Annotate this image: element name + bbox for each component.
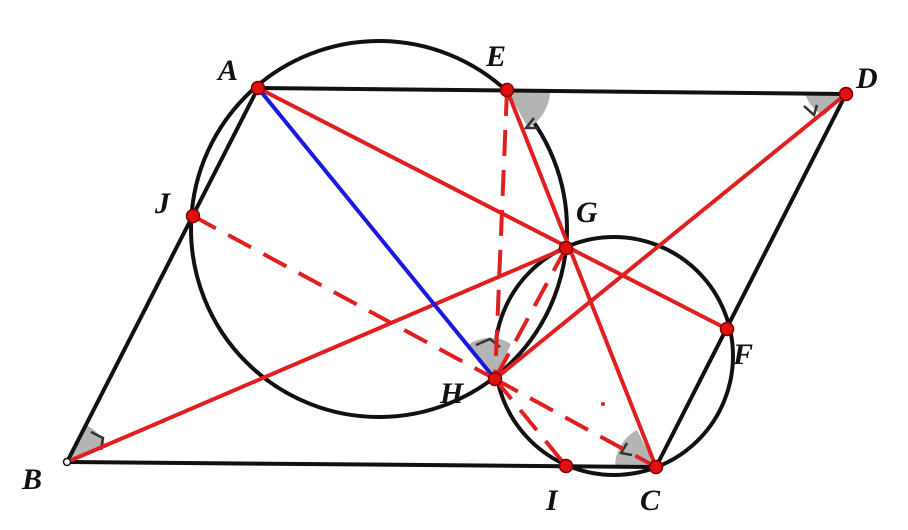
point-c [648,459,664,475]
label-b: B [21,463,42,496]
segment-dh [493,92,848,381]
segment-ad [257,86,847,96]
label-f: F [732,338,753,371]
label-c: C [640,484,661,517]
stray-dot [601,402,605,406]
point-e [499,82,515,98]
segment-ba [65,87,260,463]
angle-mark-e [507,90,550,128]
point-i [558,458,574,474]
segment-bg [66,246,567,464]
segment-ah [256,86,497,381]
point-j [185,208,201,224]
point-g [558,240,574,256]
label-h: H [439,377,465,410]
angle-mark-d-arrow [803,104,819,118]
dashed-gh [493,247,568,380]
label-a: A [216,54,238,87]
point-a [250,80,266,96]
segment-dc [654,93,848,468]
dashed-eh [493,89,509,380]
label-e: E [485,40,506,73]
label-d: D [855,62,878,95]
angle-mark-c-arrow [618,442,633,457]
angle-marks [67,90,846,467]
point-b [62,457,72,467]
segment-cb [66,460,657,469]
angle-mark-d [805,94,846,116]
dashed-hi [493,377,568,468]
segment-af [257,86,728,331]
label-g: G [576,196,598,229]
point-d [838,86,854,102]
angle-mark-c [615,430,656,467]
label-i: I [545,484,559,517]
point-h [487,371,503,387]
label-j: J [154,187,171,220]
segment-ec [505,89,658,468]
angle-mark-e-arrow [523,117,538,130]
angle-mark-h [468,337,511,379]
large-circle [189,39,569,419]
dashed-hc [494,377,657,469]
point-f [719,321,735,337]
points [62,80,854,475]
point-labels: A E D J G F H I C B [21,40,878,517]
dashed-jh [192,214,496,381]
